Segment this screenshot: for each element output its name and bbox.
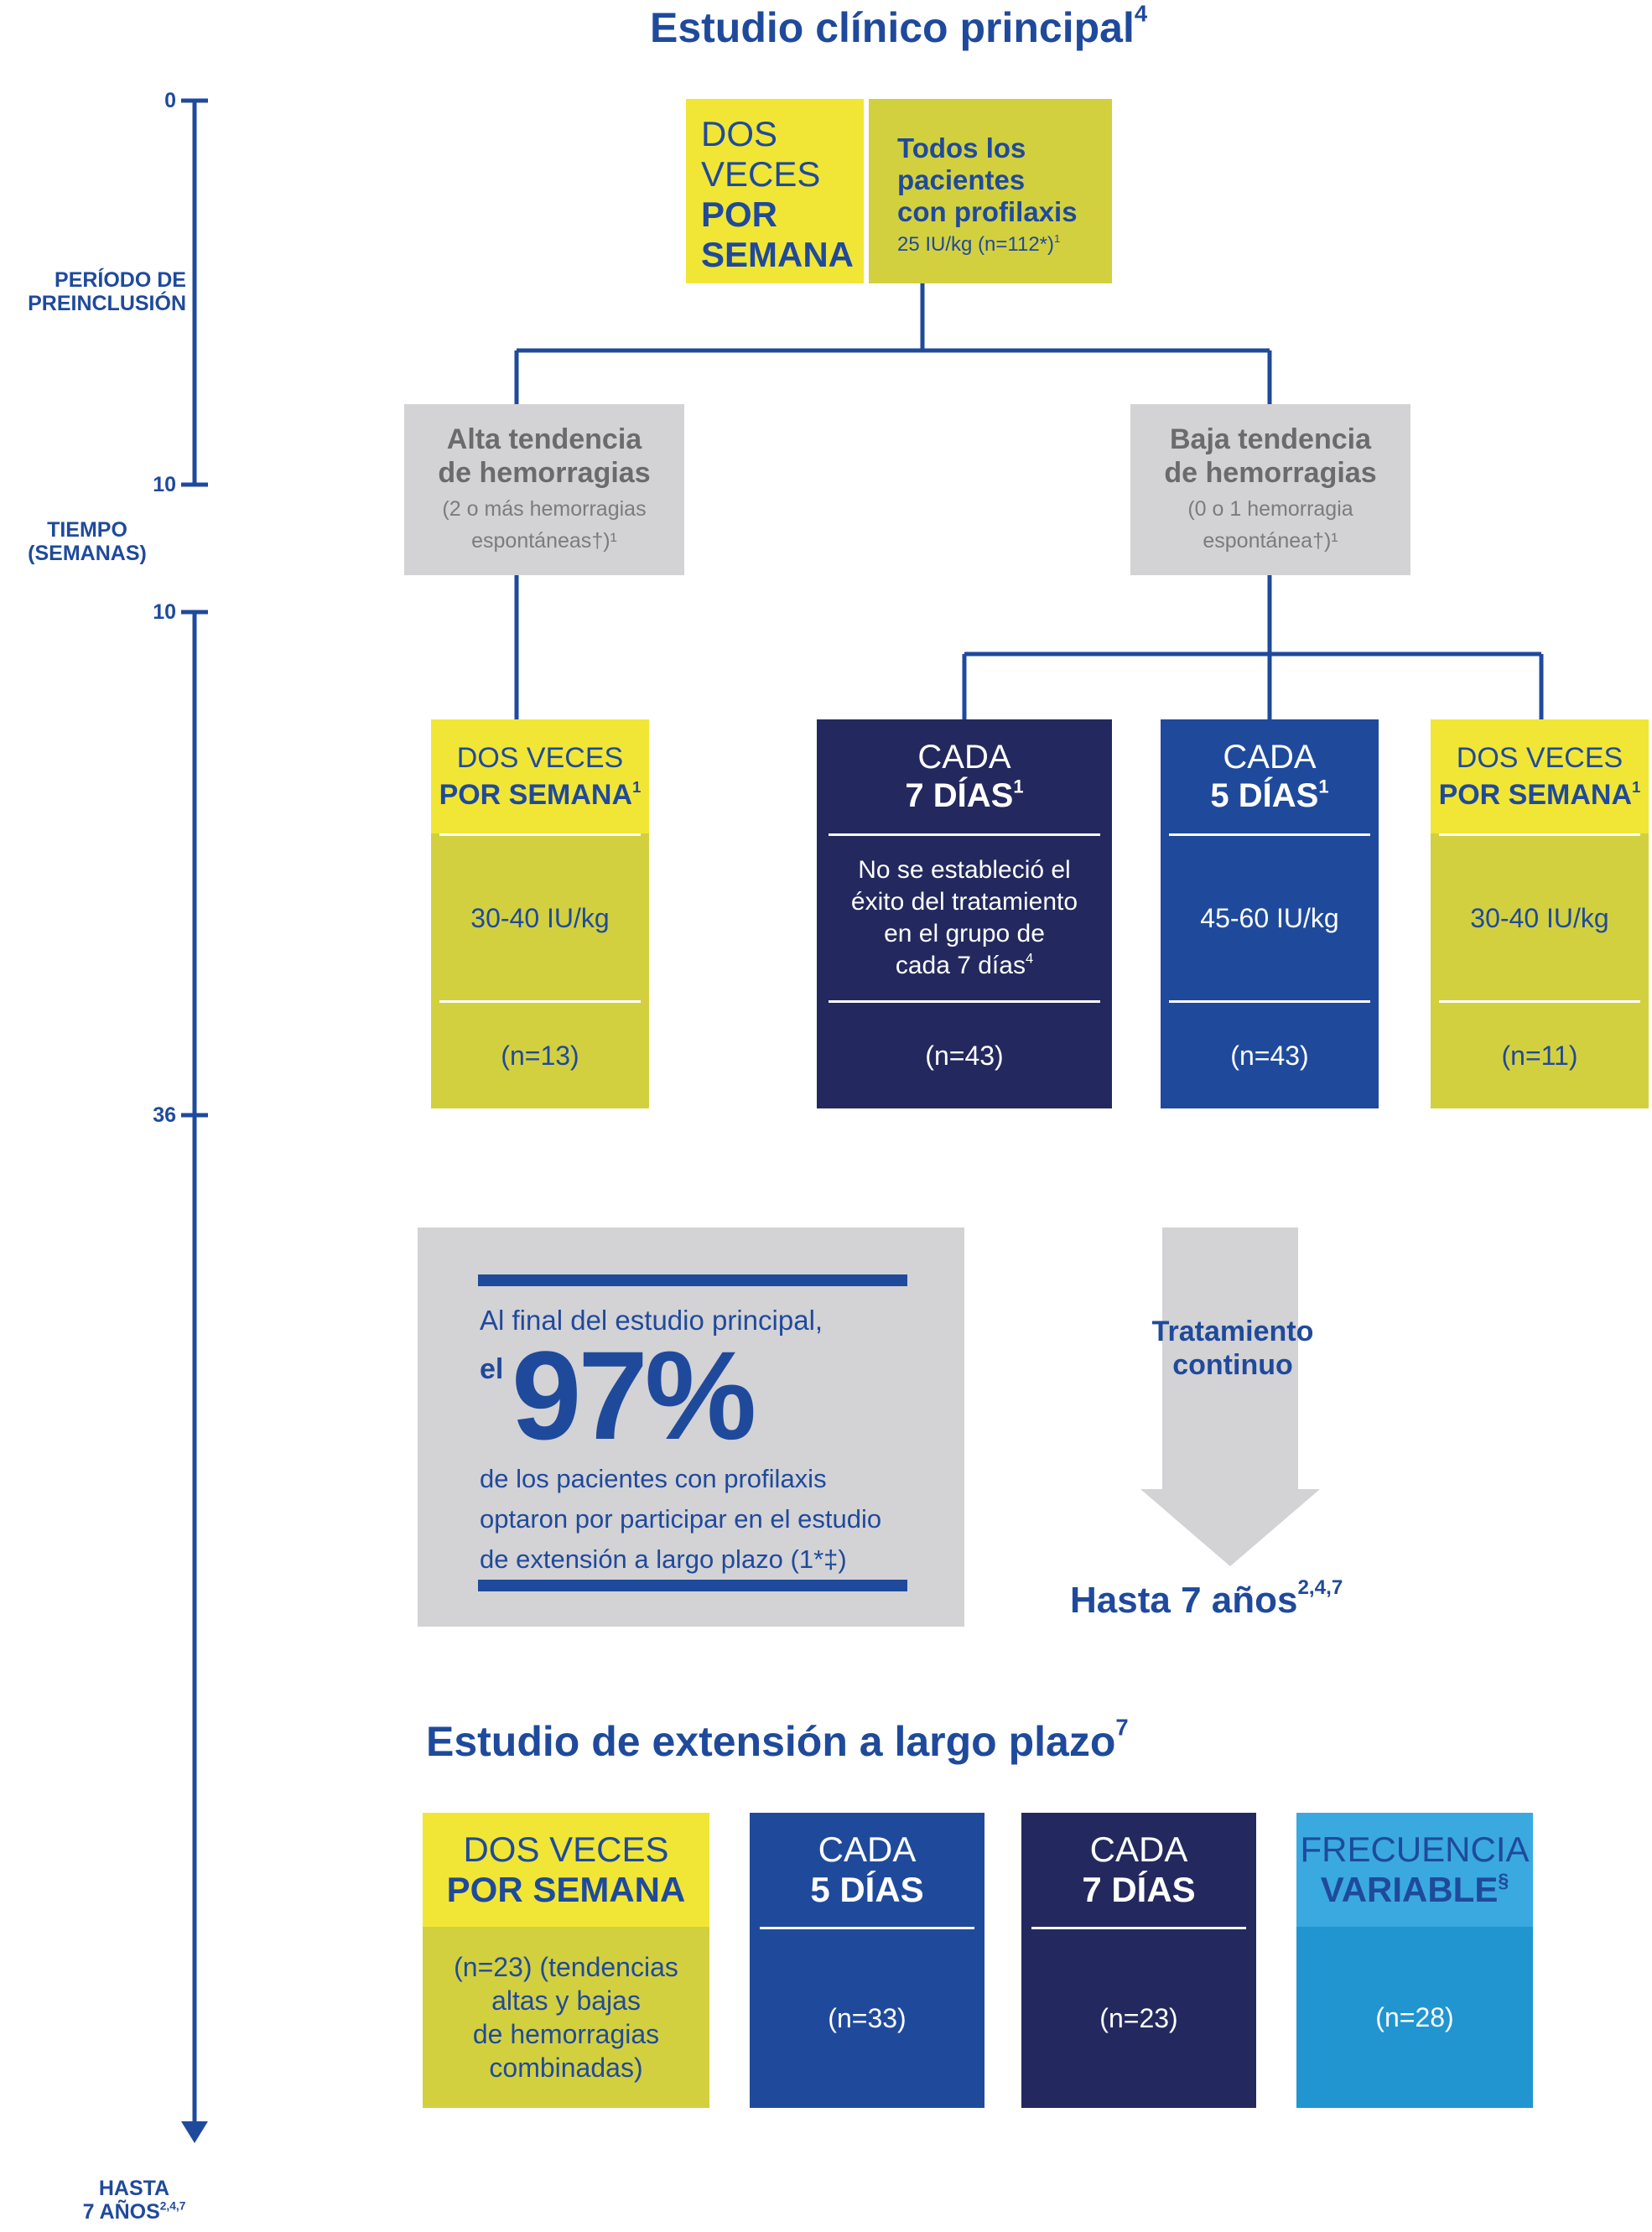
top-box-divider [864, 99, 869, 283]
tick-label-0: 0 [164, 89, 176, 112]
summary-bottom-bar [478, 1580, 907, 1591]
arm-note: No se estableció el éxito del tratamient… [850, 856, 1078, 979]
summary-box: Al final del estudio principal, el 97% d… [418, 1228, 964, 1627]
arm-count: (n=43) [1230, 1040, 1309, 1071]
ext-card-body: (n=28) [1375, 2001, 1454, 2032]
tick-label-10a: 10 [153, 473, 176, 496]
ext-card-every-5-days: CADA 5 DÍAS (n=33) [750, 1813, 984, 2108]
arm-count: (n=13) [501, 1040, 579, 1071]
ext-card-body: (n=23) [1099, 2003, 1178, 2033]
ext-card-every-7-days: CADA 7 DÍAS (n=23) [1021, 1813, 1256, 2108]
summary-percent: 97% [512, 1325, 756, 1466]
axis-label: TIEMPO(SEMANAS) [28, 518, 147, 565]
tick-label-36: 36 [153, 1103, 176, 1127]
ext-card-body: (n=23) (tendencias altas y bajas de hemo… [454, 1952, 678, 2083]
timeline-arrow-head [181, 2121, 208, 2143]
summary-line1: Al final del estudio principal, [480, 1305, 823, 1336]
timeline-end-label: HASTA 7 AÑOS2,4,7 [82, 2177, 186, 2224]
top-box-right: Todos los pacientes con profilaxis 25 IU… [869, 99, 1112, 283]
arm-count: (n=43) [925, 1040, 1004, 1071]
ext-card-body: (n=33) [828, 2003, 907, 2033]
arm-card-every-7-days: CADA 7 DÍAS1 No se estableció el éxito d… [817, 719, 1112, 1108]
arm-dose: 30-40 IU/kg [470, 902, 610, 933]
arm-card-twice-weekly-high: DOS VECES POR SEMANA1 30-40 IU/kg (n=13) [431, 719, 649, 1108]
ext-card-twice-weekly: DOS VECES POR SEMANA (n=23) (tendencias … [423, 1813, 709, 2108]
main-title: Estudio clínico principal4 [650, 0, 1148, 51]
arm-card-every-5-days: CADA 5 DÍAS1 45-60 IU/kg (n=43) [1161, 719, 1379, 1108]
summary-text: de los pacientes con profilaxis optaron … [480, 1464, 882, 1574]
until-years: Hasta 7 años2,4,7 [1070, 1576, 1343, 1621]
tick-label-10b: 10 [153, 600, 176, 624]
arm-dose: 30-40 IU/kg [1470, 902, 1609, 933]
top-box-left: DOS VECES POR SEMANA [686, 99, 867, 283]
main-title-ref: 4 [1134, 0, 1148, 27]
ext-card-variable: FRECUENCIA VARIABLE§ (n=28) [1296, 1813, 1533, 2108]
arm-card-twice-weekly-low: DOS VECES POR SEMANA1 30-40 IU/kg (n=11) [1431, 719, 1649, 1108]
continuation-arrow [1140, 1228, 1320, 1566]
summary-top-bar [478, 1274, 907, 1286]
arm-dose: 45-60 IU/kg [1200, 902, 1339, 933]
arm-count: (n=11) [1501, 1040, 1578, 1071]
summary-el: el [480, 1353, 504, 1385]
extension-title: Estudio de extensión a largo plazo7 [426, 1714, 1129, 1765]
